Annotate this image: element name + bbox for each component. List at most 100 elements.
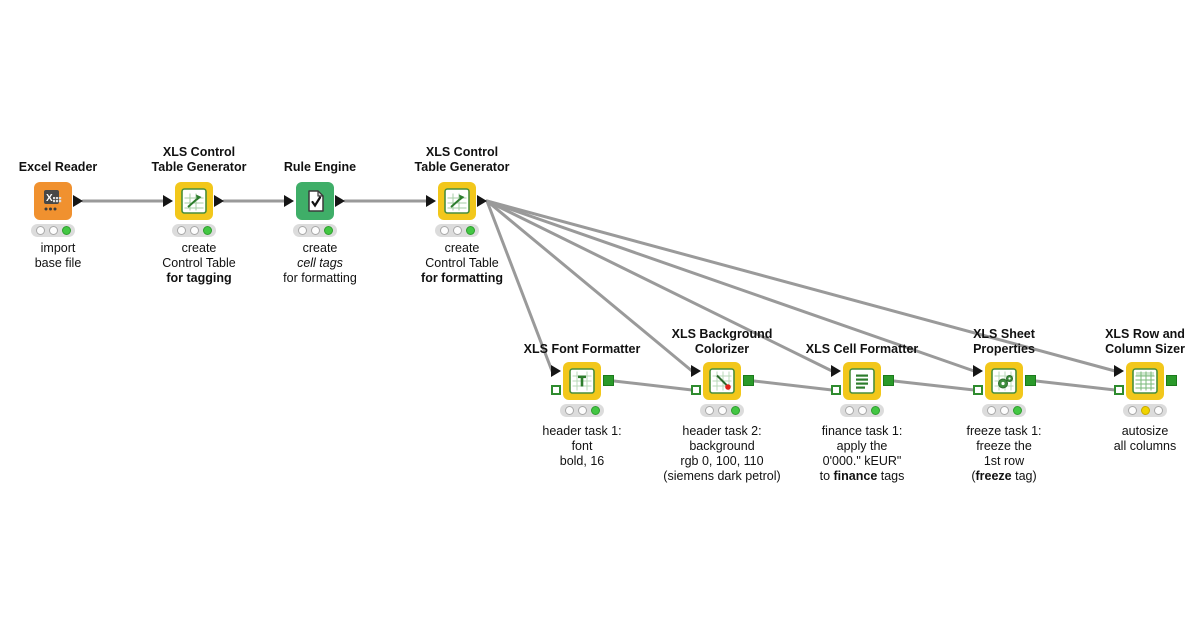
font-formatter-traffic-light [560, 404, 604, 417]
node-cell-formatter[interactable] [843, 362, 881, 400]
background-colorizer-input-port[interactable] [691, 365, 701, 377]
node-font-formatter[interactable] [563, 362, 601, 400]
node-rule-engine[interactable] [296, 182, 334, 220]
sheet-properties-annotation: freeze task 1: freeze the 1st row (freez… [966, 424, 1042, 483]
table-generator-1-input-port[interactable] [163, 195, 173, 207]
excel-reader-annotation: import base file [34, 241, 82, 270]
font-formatter-xls-input-port[interactable] [551, 385, 561, 395]
status-light-executed [870, 406, 880, 415]
excel-reader-name: Excel Reader [18, 160, 98, 174]
cell-formatter-annotation: finance task 1: apply the 0'000." kEUR" … [819, 424, 905, 483]
status-light [704, 406, 714, 415]
table-generator-2-traffic-light [435, 224, 479, 237]
status-light [452, 226, 462, 235]
cell-formatter-xls-input-port[interactable] [831, 385, 841, 395]
cell-formatter-input-port[interactable] [831, 365, 841, 377]
node-excel-reader[interactable]: X [34, 182, 72, 220]
node-table-generator-2[interactable] [438, 182, 476, 220]
status-light [564, 406, 574, 415]
row-column-sizer-input-port[interactable] [1114, 365, 1124, 377]
status-light-executed [202, 226, 212, 235]
connection-edge[interactable] [485, 199, 1117, 373]
status-light [189, 226, 199, 235]
font-formatter-input-port[interactable] [551, 365, 561, 377]
connection-edge[interactable] [612, 379, 694, 392]
connection-edge[interactable] [485, 199, 694, 373]
table-generator-1-name: XLS Control Table Generator [151, 145, 247, 174]
font-formatter-annotation: header task 1: font bold, 16 [542, 424, 622, 468]
status-light [1127, 406, 1137, 415]
rule-engine-annotation: create cell tags for formatting [283, 241, 357, 285]
sheet-properties-icon [991, 368, 1017, 394]
status-light [439, 226, 449, 235]
sheet-properties-name: XLS Sheet Properties [973, 327, 1035, 356]
excel-reader-traffic-light [31, 224, 75, 237]
background-colorizer-xls-input-port[interactable] [691, 385, 701, 395]
sheet-properties-input-port[interactable] [973, 365, 983, 377]
cell-formatter-icon [849, 368, 875, 394]
excel-reader-output-port[interactable] [73, 195, 83, 207]
table-generator-2-annotation: create Control Table for formatting [421, 241, 503, 285]
connection-edge[interactable] [485, 199, 834, 373]
rule-engine-input-port[interactable] [284, 195, 294, 207]
cell-formatter-output-port[interactable] [883, 375, 894, 386]
table-generator-1-traffic-light [172, 224, 216, 237]
node-sheet-properties[interactable] [985, 362, 1023, 400]
rule-engine-output-port[interactable] [335, 195, 345, 207]
background-colorizer-icon [709, 368, 735, 394]
status-light [176, 226, 186, 235]
cell-formatter-name: XLS Cell Formatter [805, 342, 919, 356]
status-light [999, 406, 1009, 415]
font-formatter-icon [569, 368, 595, 394]
row-column-sizer-output-port[interactable] [1166, 375, 1177, 386]
connection-edge[interactable] [485, 199, 976, 373]
row-column-sizer-traffic-light [1123, 404, 1167, 417]
svg-text:X: X [46, 193, 53, 204]
cell-formatter-traffic-light [840, 404, 884, 417]
connection-edge[interactable] [1034, 379, 1117, 392]
background-colorizer-name: XLS Background Colorizer [671, 327, 773, 356]
node-table-generator-1[interactable] [175, 182, 213, 220]
row-column-sizer-xls-input-port[interactable] [1114, 385, 1124, 395]
background-colorizer-annotation: header task 2: background rgb 0, 100, 11… [663, 424, 781, 483]
connection-edge[interactable] [485, 199, 554, 373]
status-light [297, 226, 307, 235]
table-generator-2-output-port[interactable] [477, 195, 487, 207]
table-generator-2-name: XLS Control Table Generator [414, 145, 510, 174]
rule-engine-icon [308, 190, 324, 212]
font-formatter-name: XLS Font Formatter [523, 342, 641, 356]
sheet-properties-traffic-light [982, 404, 1026, 417]
status-light [857, 406, 867, 415]
status-light [48, 226, 58, 235]
node-background-colorizer[interactable] [703, 362, 741, 400]
rule-engine-traffic-light [293, 224, 337, 237]
status-light [717, 406, 727, 415]
status-light-executed [1012, 406, 1022, 415]
node-row-column-sizer[interactable] [1126, 362, 1164, 400]
status-light [577, 406, 587, 415]
connection-edge[interactable] [892, 379, 976, 392]
sheet-properties-xls-input-port[interactable] [973, 385, 983, 395]
table-generator-2-input-port[interactable] [426, 195, 436, 207]
excel-reader-icon: X [44, 190, 62, 211]
status-light-executed [465, 226, 475, 235]
row-column-sizer-name: XLS Row and Column Sizer [1105, 327, 1185, 356]
rule-engine-name: Rule Engine [283, 160, 357, 174]
row-column-sizer-annotation: autosize all columns [1113, 424, 1177, 453]
status-light-executed [730, 406, 740, 415]
table-generator-1-annotation: create Control Table for tagging [162, 241, 236, 285]
status-light [35, 226, 45, 235]
table-generator-icon [444, 188, 470, 214]
connection-edge[interactable] [752, 379, 834, 392]
sheet-properties-output-port[interactable] [1025, 375, 1036, 386]
status-light [1153, 406, 1163, 415]
status-light-configured [1140, 406, 1150, 415]
status-light [986, 406, 996, 415]
font-formatter-output-port[interactable] [603, 375, 614, 386]
status-light-executed [61, 226, 71, 235]
status-light [310, 226, 320, 235]
background-colorizer-output-port[interactable] [743, 375, 754, 386]
table-generator-1-output-port[interactable] [214, 195, 224, 207]
